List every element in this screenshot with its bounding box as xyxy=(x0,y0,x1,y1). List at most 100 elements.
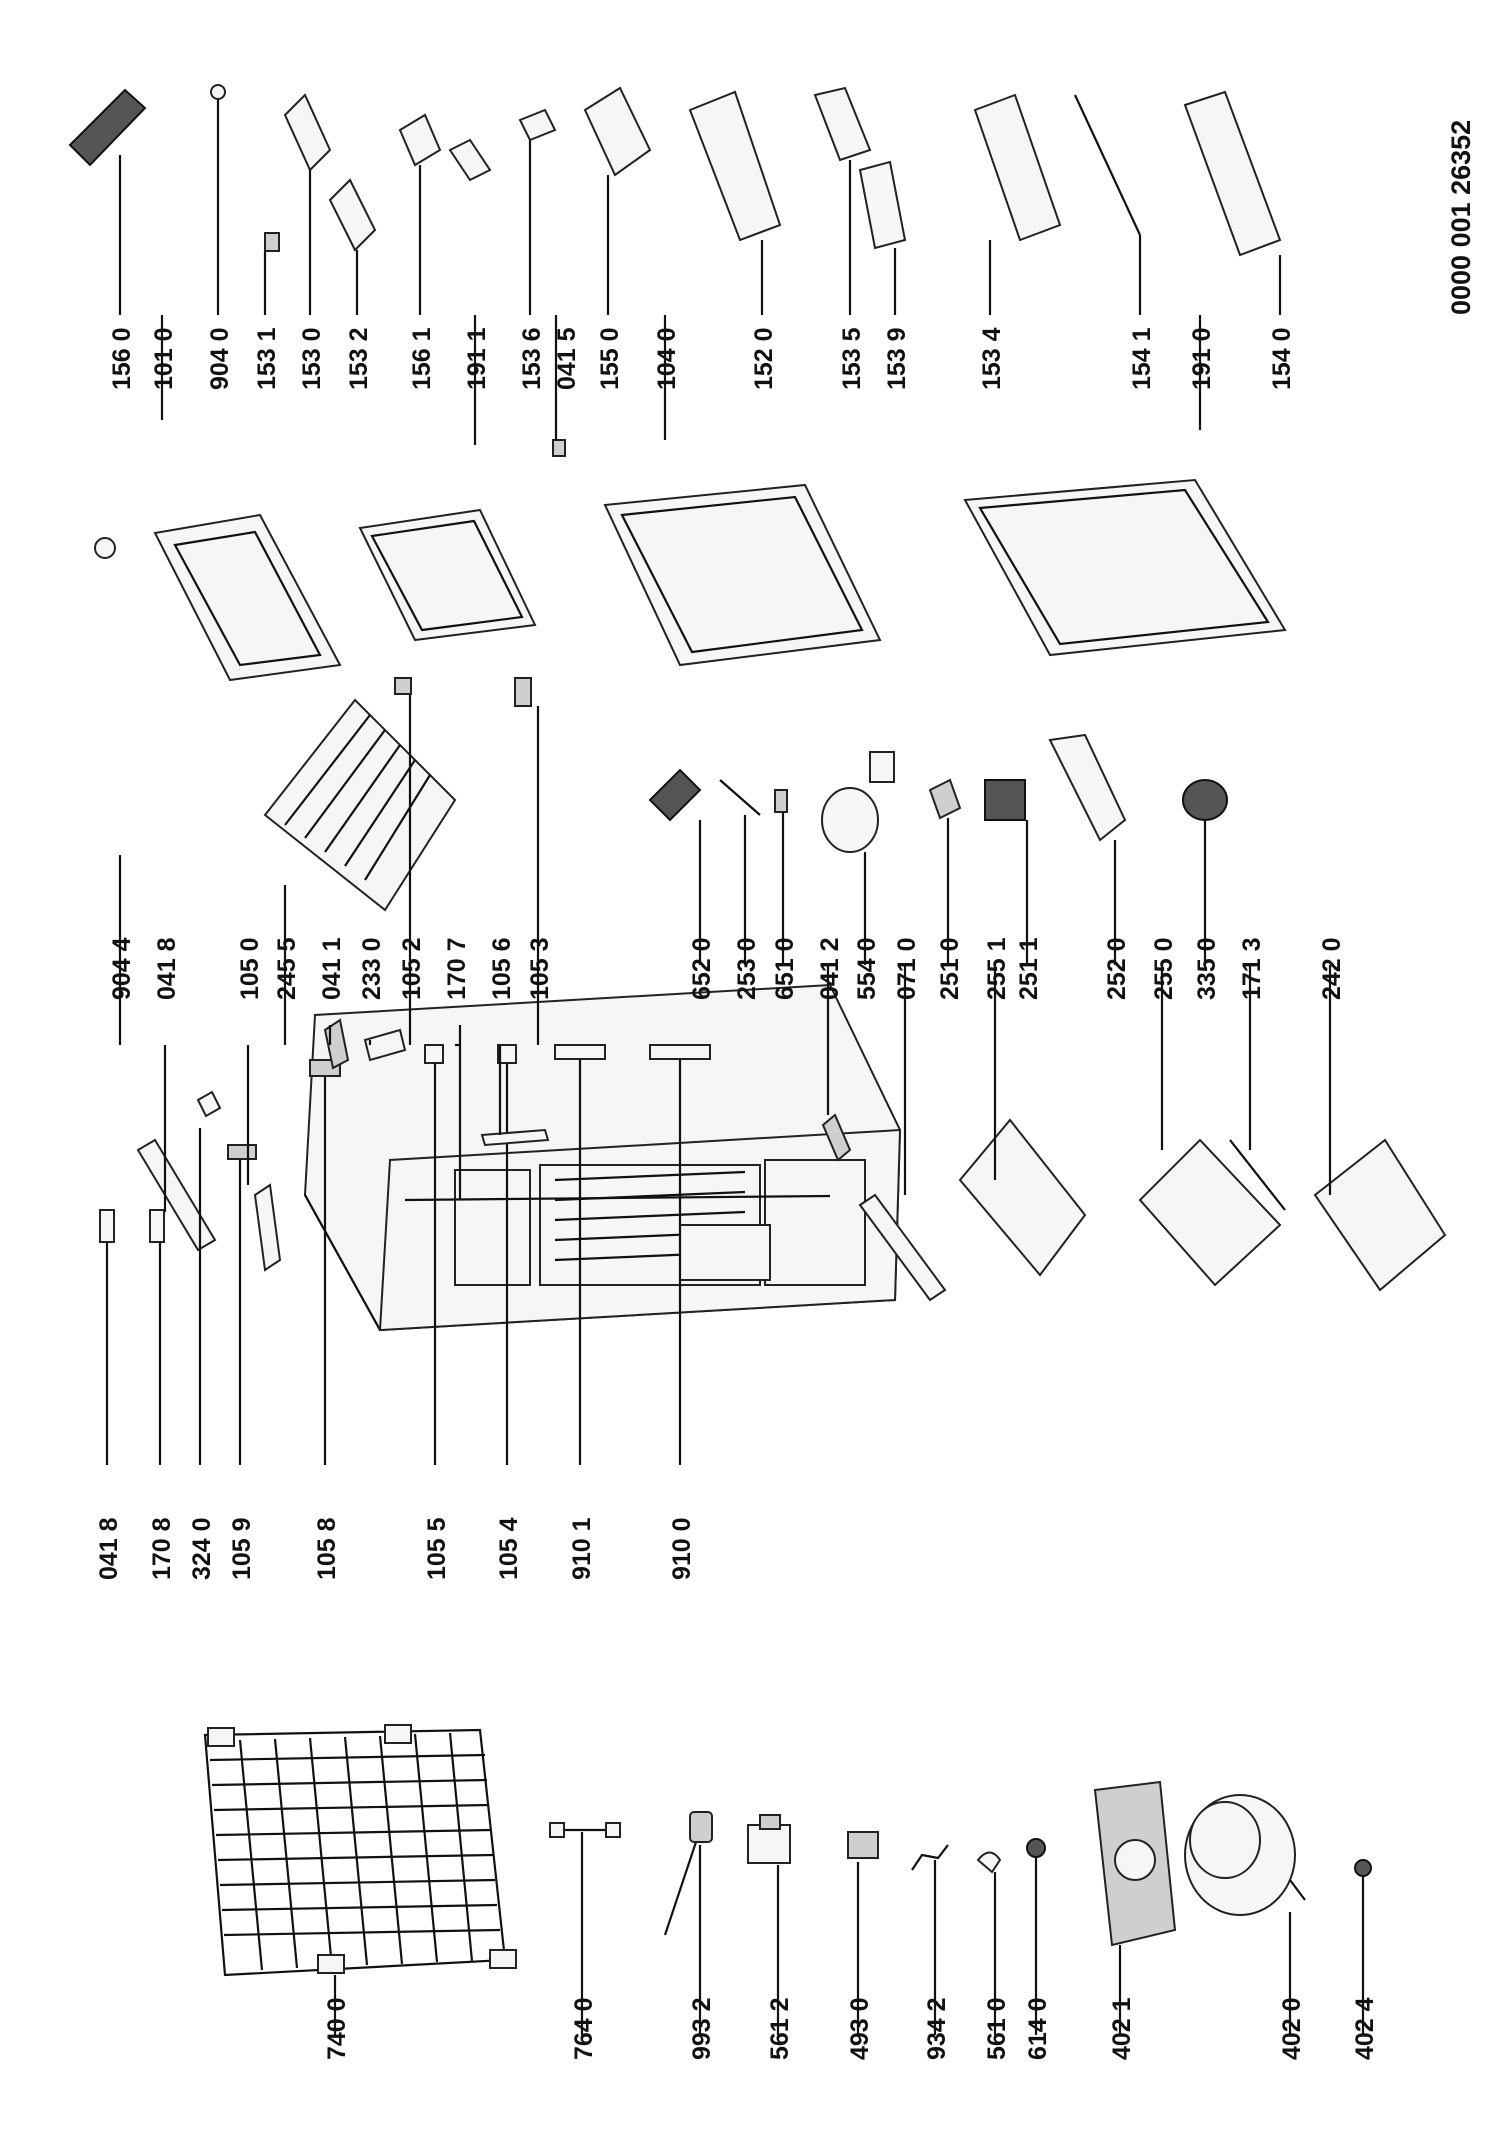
capillary-tube xyxy=(549,1822,621,1838)
door-trim xyxy=(136,1138,217,1252)
hinge-pin-lower xyxy=(149,1209,165,1243)
part-label: 153 1 xyxy=(253,327,281,390)
fridge-gasket xyxy=(963,478,1287,657)
part-label: 252 0 xyxy=(1103,937,1131,1000)
glass-shelf xyxy=(958,1118,1087,1277)
left-labels: 740 0 764 0 993 2 561 2 493 0 934 2 561 … xyxy=(323,1997,1379,2060)
shelf-support xyxy=(363,1028,407,1062)
part-label: 233 0 xyxy=(358,937,386,1000)
part-label: 153 9 xyxy=(883,327,911,390)
cabinet-left-labels: 041 8 170 8 324 0 105 9 105 8 105 5 105 … xyxy=(95,1517,696,1580)
freezer-gasket xyxy=(358,508,537,642)
part-label: 910 0 xyxy=(668,1517,696,1580)
part-label: 242 0 xyxy=(1318,937,1346,1000)
thermostat-knob xyxy=(928,778,962,820)
hinge-cover xyxy=(227,1144,257,1160)
decor-strip-lower xyxy=(649,1044,711,1060)
part-label: 904 0 xyxy=(206,327,234,390)
part-label: 652 0 xyxy=(688,937,716,1000)
part-label: 105 9 xyxy=(228,1517,256,1580)
part-label: 402 4 xyxy=(1351,1997,1379,2060)
ice-tray xyxy=(68,88,147,167)
screw-cap xyxy=(210,84,226,100)
part-label: 156 0 xyxy=(108,327,136,390)
part-label: 041 5 xyxy=(553,327,581,390)
part-label: 255 0 xyxy=(1150,937,1178,1000)
part-label: 253 0 xyxy=(733,937,761,1000)
fan-motor xyxy=(1182,779,1228,821)
pin xyxy=(264,232,280,252)
part-label: 170 7 xyxy=(443,937,471,1000)
part-label: 170 8 xyxy=(148,1517,176,1580)
mount-bracket xyxy=(747,1824,791,1864)
part-label: 245 5 xyxy=(273,937,301,1000)
butter-dish xyxy=(283,93,332,172)
hinge-pin-upper xyxy=(99,1209,115,1243)
part-label: 153 4 xyxy=(978,327,1006,390)
crisper-glass xyxy=(1138,1138,1282,1287)
hinge-block xyxy=(424,1044,444,1064)
light-cover xyxy=(1048,733,1127,842)
door-bin-lower xyxy=(1183,90,1282,257)
part-label: 651 0 xyxy=(771,937,799,1000)
part-label: 041 8 xyxy=(153,937,181,1000)
part-label: 041 2 xyxy=(816,937,844,1000)
part-label: 740 0 xyxy=(323,1997,351,2060)
wire-shelf xyxy=(263,698,457,912)
condenser-coil xyxy=(203,1724,517,1977)
fridge-door xyxy=(603,483,882,667)
part-label: 910 1 xyxy=(568,1517,596,1580)
part-label: 105 2 xyxy=(398,937,426,1000)
part-label: 105 3 xyxy=(526,937,554,1000)
part-label: 191 1 xyxy=(463,327,491,390)
part-label: 153 2 xyxy=(345,327,373,390)
freezer-door xyxy=(153,513,342,682)
part-label: 934 2 xyxy=(923,1997,951,2060)
part-label: 171 3 xyxy=(1238,937,1266,1000)
part-label: 561 0 xyxy=(983,1997,1011,2060)
part-label: 101 0 xyxy=(150,327,178,390)
part-label: 993 2 xyxy=(688,1997,716,2060)
seal-strip xyxy=(1229,1139,1286,1211)
part-label: 335 0 xyxy=(1193,937,1221,1000)
door-stop xyxy=(94,537,116,559)
part-label: 105 5 xyxy=(423,1517,451,1580)
leveling-foot xyxy=(196,1090,222,1118)
part-label: 105 6 xyxy=(488,937,516,1000)
decor-strip-upper xyxy=(554,1044,606,1060)
part-label: 561 2 xyxy=(766,1997,794,2060)
bracket xyxy=(394,677,412,695)
part-label: 554 0 xyxy=(853,937,881,1000)
compressor xyxy=(1184,1794,1306,1916)
egg-holder xyxy=(398,113,442,167)
crisper-drawer xyxy=(1313,1138,1447,1292)
part-label: 191 0 xyxy=(1188,327,1216,390)
center-labels: 904 4 041 8 105 0 245 5 041 1 233 0 105 … xyxy=(108,937,1346,1000)
small-bin-lid xyxy=(858,160,907,250)
egg-holder-lid xyxy=(448,138,492,182)
nut xyxy=(1354,1859,1372,1877)
part-label: 255 1 xyxy=(983,937,1011,1000)
part-label: 152 0 xyxy=(750,327,778,390)
bin-rail xyxy=(1074,94,1141,236)
start-relay xyxy=(847,1831,879,1859)
part-label: 153 6 xyxy=(518,327,546,390)
egg-tray xyxy=(583,86,652,177)
part-label: 104 0 xyxy=(653,327,681,390)
part-label: 154 0 xyxy=(1268,327,1296,390)
thermostat xyxy=(648,768,702,822)
door-seal-strip xyxy=(404,1194,831,1202)
part-label: 105 0 xyxy=(236,937,264,1000)
part-label: 154 1 xyxy=(1128,327,1156,390)
part-label: 402 0 xyxy=(1278,1997,1306,2060)
part-label: 402 1 xyxy=(1108,1997,1136,2060)
lower-hinge-pin xyxy=(480,1128,550,1147)
knob xyxy=(774,789,788,813)
part-label: 041 1 xyxy=(318,937,346,1000)
part-label: 614 0 xyxy=(1024,1997,1052,2060)
part-label: 105 8 xyxy=(313,1517,341,1580)
part-label: 105 4 xyxy=(495,1517,523,1580)
cabinet xyxy=(303,983,902,1332)
light-switch xyxy=(719,779,761,816)
